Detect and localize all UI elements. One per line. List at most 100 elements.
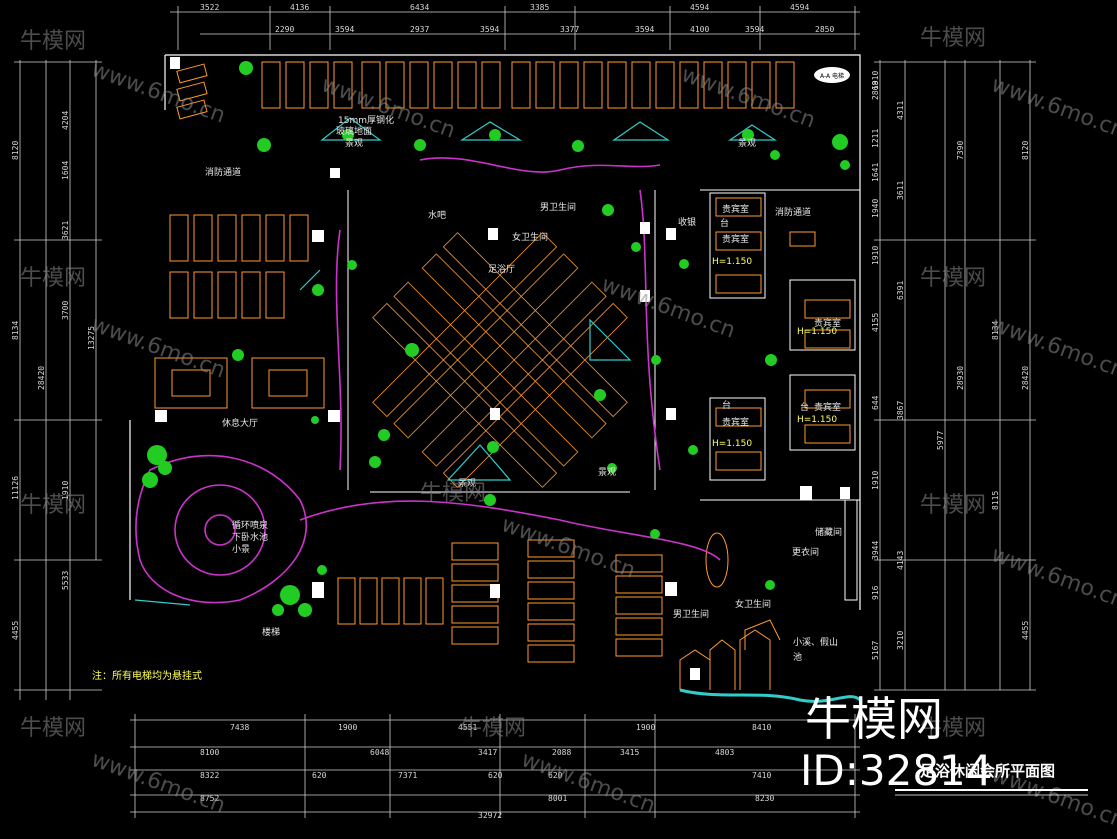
label-stair: 楼梯 bbox=[262, 626, 280, 638]
dim-bottom-2-f: 4803 bbox=[715, 748, 734, 757]
dim-left-mid-d: 3700 bbox=[61, 301, 70, 320]
dim-right-d-0: 8120 bbox=[1021, 141, 1030, 160]
dim-right-b-3: 3867 bbox=[896, 401, 905, 420]
label-female-wc-top: 女卫生间 bbox=[512, 231, 548, 243]
dim-left-total: 28420 bbox=[37, 366, 46, 390]
dim-left-inner: 13275 bbox=[87, 326, 96, 350]
dim-left-mid-e: 1910 bbox=[61, 481, 70, 500]
label-plant-tag-1: 景观 bbox=[345, 138, 363, 149]
dim-left-outer-c: 11126 bbox=[11, 476, 20, 500]
room-labels: 消防通道 消防通道 休息大厅 足浴厅 女卫生间 男卫生间 水吧 贵宾室 贵宾室 … bbox=[205, 114, 842, 663]
watermark-brand-7: 牛模网 bbox=[920, 493, 986, 518]
dim-top-2-b: 3594 bbox=[335, 25, 354, 34]
label-lounge-hall: 休息大厅 bbox=[222, 417, 258, 429]
dim-top-2-c: 2937 bbox=[410, 25, 429, 34]
dim-bottom-3-d: 620 bbox=[488, 771, 503, 780]
dim-right-total: 28930 bbox=[956, 366, 965, 390]
watermark-brand-10: 牛模网 bbox=[920, 716, 986, 741]
label-plant-tag-2: 景观 bbox=[598, 467, 616, 478]
plants bbox=[142, 61, 850, 617]
glass-triangles bbox=[134, 117, 778, 606]
dim-left-outer-b: 8134 bbox=[11, 321, 20, 340]
dim-right-b-4: 5977 bbox=[936, 431, 945, 450]
dim-right-d-2: 4455 bbox=[1021, 621, 1030, 640]
dim-bottom-1-e: 8410 bbox=[752, 723, 771, 732]
dim-right-a-7: 1910 bbox=[871, 471, 880, 490]
dim-right-a-9: 916 bbox=[871, 585, 880, 600]
label-plant-tag-4: 景观 bbox=[738, 138, 756, 149]
bottom-dimension-row-4: 8752 8001 8230 32972 bbox=[200, 794, 774, 820]
dim-bottom-total: 32972 bbox=[478, 811, 502, 820]
label-pool-1: 小溪、假山 bbox=[793, 636, 838, 648]
dim-bottom-4-c: 8230 bbox=[755, 794, 774, 803]
dim-left-outer-d: 4455 bbox=[11, 621, 20, 640]
dim-right-a-1: 1211 bbox=[871, 129, 880, 148]
dim-left-mid-c: 3621 bbox=[61, 221, 70, 240]
label-fountain-3: 小景 bbox=[232, 544, 250, 555]
label-h-3: H=1.150 bbox=[712, 439, 752, 449]
dim-right-b-1: 3611 bbox=[896, 181, 905, 200]
dim-top-2-d: 3594 bbox=[480, 25, 499, 34]
dim-bottom-3-b: 620 bbox=[312, 771, 327, 780]
label-platform-1: 台 bbox=[720, 217, 729, 229]
label-male-wc-top: 男卫生间 bbox=[540, 201, 576, 213]
dim-right-d-1: 28420 bbox=[1021, 366, 1030, 390]
watermark-id-large: ID:32814 bbox=[800, 746, 993, 795]
dim-top-1-d: 3385 bbox=[530, 3, 549, 12]
column-markers bbox=[155, 57, 850, 680]
dim-bottom-1-d: 1900 bbox=[636, 723, 655, 732]
label-h-2: H=1.150 bbox=[797, 327, 837, 337]
drawing-note: 注：所有电梯均为悬挂式 bbox=[92, 669, 202, 682]
outer-walls bbox=[129, 54, 861, 610]
label-plant-tag-3: 景观 bbox=[458, 478, 476, 489]
label-glass-note-1: 15mm厚钢化 bbox=[338, 114, 394, 126]
curved-paths bbox=[135, 157, 721, 604]
label-h-4: H=1.150 bbox=[797, 415, 837, 425]
dim-right-b-0: 4311 bbox=[896, 101, 905, 120]
label-changing: 更衣间 bbox=[792, 546, 819, 558]
dim-top-1-e: 4594 bbox=[690, 3, 709, 12]
dim-top-2-g: 4100 bbox=[690, 25, 709, 34]
label-store: 储藏间 bbox=[815, 526, 842, 538]
top-dimension-row-1: 3522 4136 6434 3385 4594 4594 bbox=[200, 3, 809, 12]
dim-left-mid-a: 4204 bbox=[61, 111, 70, 130]
label-fountain-2: 下卧水池 bbox=[232, 531, 268, 543]
watermark-brand-3: 牛模网 bbox=[20, 266, 86, 291]
dimension-lines bbox=[19, 11, 1031, 813]
dim-bottom-3-a: 8322 bbox=[200, 771, 219, 780]
label-platform-2: 台 bbox=[722, 399, 731, 411]
bottom-dimension-row-3: 8322 620 7371 620 620 7410 bbox=[200, 771, 771, 780]
dim-bottom-4-a: 8752 bbox=[200, 794, 219, 803]
dim-top-2-f: 3594 bbox=[635, 25, 654, 34]
drawing-title: 足浴休闲会所平面图 bbox=[920, 762, 1055, 780]
right-rooms-beds bbox=[715, 197, 851, 471]
dim-bottom-2-a: 8100 bbox=[200, 748, 219, 757]
dim-right-b-2: 6391 bbox=[896, 281, 905, 300]
dim-left-mid-b: 1604 bbox=[61, 161, 70, 180]
dim-bottom-1-b: 1900 bbox=[338, 723, 357, 732]
dim-top-1-a: 3522 bbox=[200, 3, 219, 12]
watermark-brand-1: 牛模网 bbox=[20, 29, 86, 54]
left-dimensions: 8120 8134 11126 4455 28420 4204 1604 362… bbox=[11, 111, 96, 640]
dim-bottom-2-d: 2088 bbox=[552, 748, 571, 757]
label-vip-room-2: 贵宾室 bbox=[722, 233, 749, 245]
watermark-brand-5: 牛模网 bbox=[20, 493, 86, 518]
dim-right-a-0: 2868 bbox=[871, 81, 880, 100]
label-vip-room-3: 贵宾室 bbox=[814, 401, 841, 413]
right-dimensions: 2868 1211 1641 1940 1910 4155 644 1910 3… bbox=[871, 71, 1030, 660]
dim-bottom-2-b: 6048 bbox=[370, 748, 389, 757]
dim-bottom-3-f: 7410 bbox=[752, 771, 771, 780]
dim-bottom-1-c: 4551 bbox=[458, 723, 477, 732]
left-bed-block bbox=[169, 214, 309, 319]
label-fire-passage-right: 消防通道 bbox=[775, 206, 811, 218]
bottom-dimension-row-1: 7438 1900 4551 1900 8410 bbox=[230, 723, 771, 732]
watermark-brand-9: 牛模网 bbox=[460, 716, 526, 741]
label-female-wc-bottom: 女卫生间 bbox=[735, 598, 771, 610]
dim-bottom-2-e: 3415 bbox=[620, 748, 639, 757]
dim-right-a-10: 5167 bbox=[871, 641, 880, 660]
dim-right-b-5: 4143 bbox=[896, 551, 905, 570]
elevator-sign-text: A-A 电梯 bbox=[820, 72, 844, 80]
dim-bottom-2-c: 3417 bbox=[478, 748, 497, 757]
label-pool-2: 池 bbox=[793, 651, 802, 663]
